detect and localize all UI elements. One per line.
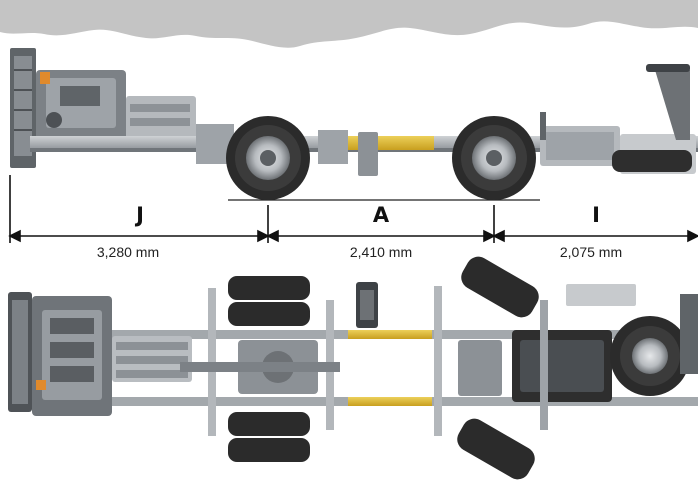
top-view — [8, 256, 698, 480]
top-front-wheels — [228, 276, 310, 462]
side-rear-wheel — [452, 116, 536, 200]
torn-paper-header — [0, 0, 698, 48]
dimension-value-a: 2,410 mm — [349, 244, 413, 260]
side-engine — [10, 48, 196, 168]
dimension-letter-i: I — [592, 203, 600, 227]
side-front-wheel — [226, 116, 310, 200]
top-engine — [8, 292, 192, 416]
dimension-letter-a: A — [372, 203, 390, 227]
top-rear-wheels — [457, 256, 539, 480]
dimension-letter-j: J — [136, 203, 144, 227]
side-view — [10, 48, 698, 201]
dimension-value-j: 3,280 mm — [96, 244, 160, 260]
dimension-value-i: 2,075 mm — [559, 244, 623, 260]
dimension-lines — [8, 175, 698, 243]
